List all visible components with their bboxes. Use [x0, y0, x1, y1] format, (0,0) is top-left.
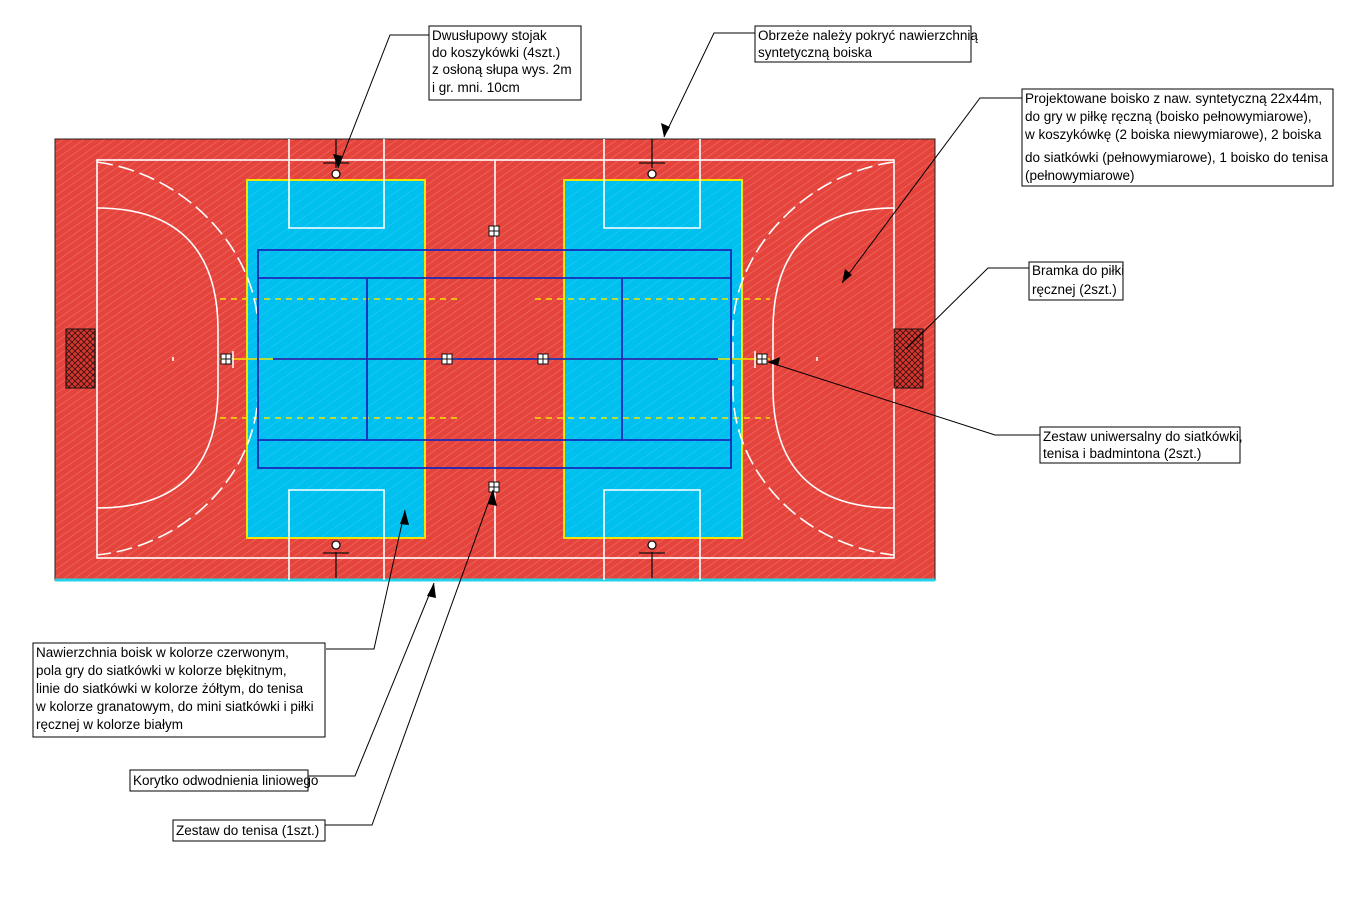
callout-stand-line-3: z osłoną słupa wys. 2m [432, 62, 572, 77]
callout-stand: Dwusłupowy stojak do koszykówki (4szt.) … [428, 25, 582, 101]
callout-field-line-5: (pełnowymiarowe) [1025, 168, 1135, 183]
callout-field-line-2: do gry w piłkę ręczną (boisko pełnowymia… [1025, 109, 1312, 124]
callout-surface-line-3: linie do siatkówki w kolorze żółtym, do … [36, 681, 304, 696]
handball-goal-left [65, 328, 96, 389]
callout-surface-line-1: Nawierzchnia boisk w kolorze czerwonym, [36, 645, 289, 660]
callout-surface-line-2: pola gry do siatkówki w kolorze błękitny… [36, 663, 287, 678]
tennis-lines [257, 249, 732, 469]
callout-universal: Zestaw uniwersalny do siatkówki, tenisa … [1039, 426, 1243, 464]
callout-stand-line-2: do koszykówki (4szt.) [432, 45, 560, 60]
callout-surface-line-4: w kolorze granatowym, do mini siatkówki … [35, 699, 314, 714]
callout-goal-line-2: ręcznej (2szt.) [1032, 282, 1117, 297]
callout-goal: Bramka do piłki ręcznej (2szt.) [1028, 261, 1124, 301]
basketball-stands [323, 139, 665, 578]
callout-field: Projektowane boisko z naw. syntetyczną 2… [1021, 88, 1334, 187]
callout-tennis-line-1: Zestaw do tenisa (1szt.) [176, 823, 319, 838]
callout-goal-line-1: Bramka do piłki [1032, 263, 1124, 278]
callout-universal-line-1: Zestaw uniwersalny do siatkówki, [1043, 429, 1243, 444]
callout-field-line-4: do siatkówki (pełnowymiarowe), 1 boisko … [1025, 150, 1329, 165]
callout-tennis: Zestaw do tenisa (1szt.) [172, 819, 326, 842]
callout-surface: Nawierzchnia boisk w kolorze czerwonym, … [32, 642, 326, 738]
net-posts [220, 225, 768, 493]
handball-goal-right [893, 328, 924, 389]
handball-goals [65, 328, 924, 389]
leader-arrowheads [333, 123, 852, 598]
callout-surface-line-5: ręcznej w kolorze białym [36, 717, 183, 732]
callout-edge-line-2: syntetyczną boiska [758, 45, 873, 60]
callout-stand-line-1: Dwusłupowy stojak [432, 28, 547, 43]
callout-field-line-3: w koszykówkę (2 boiska niewymiarowe), 2 … [1024, 127, 1322, 142]
callout-field-line-1: Projektowane boisko z naw. syntetyczną 2… [1025, 91, 1322, 106]
callout-drain-line-1: Korytko odwodnienia liniowego [133, 773, 318, 788]
callout-stand-line-4: i gr. mni. 10cm [432, 80, 520, 95]
callout-universal-line-2: tenisa i badmintona (2szt.) [1043, 446, 1201, 461]
callout-edge-line-1: Obrzeże należy pokryć nawierzchnią [758, 28, 978, 43]
callout-drain: Korytko odwodnienia liniowego [129, 769, 318, 792]
leader-lines [308, 32, 1040, 826]
callout-edge: Obrzeże należy pokryć nawierzchnią synte… [754, 25, 978, 63]
